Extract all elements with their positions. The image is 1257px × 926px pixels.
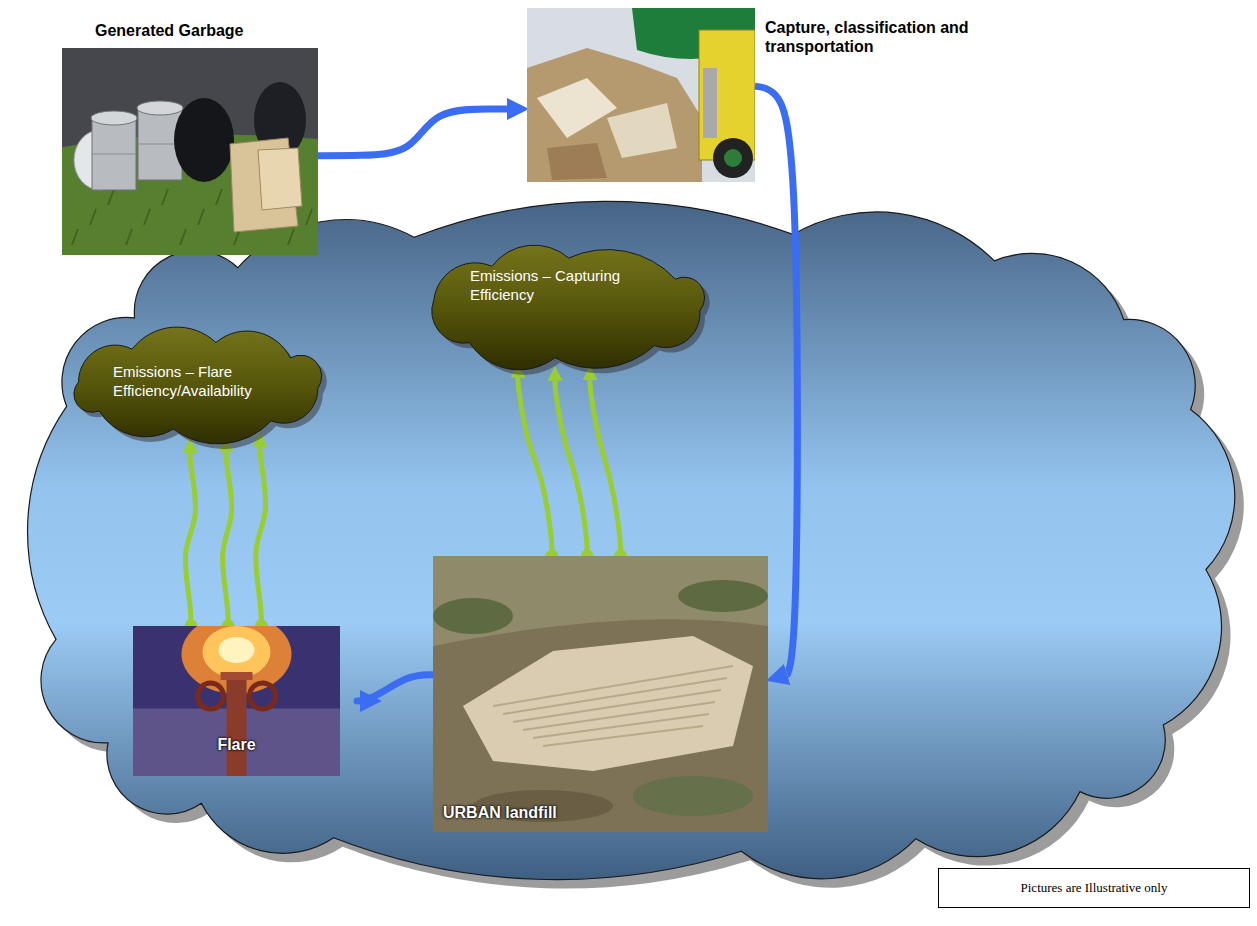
grass-blade: [90, 209, 96, 225]
night-sky: [133, 626, 340, 776]
flame: [203, 626, 271, 678]
flare-pipe: [227, 672, 247, 776]
terrace-line: [503, 678, 727, 714]
flame-core: [219, 637, 255, 663]
grass-blade: [198, 209, 204, 225]
photo-box: Capture, classification and transportati…: [527, 8, 755, 182]
terrace-line: [543, 726, 703, 746]
flow-arrow: [357, 675, 433, 701]
trash-can-lid: [91, 111, 137, 125]
trash-can-rib: [92, 154, 136, 155]
far-hills: [433, 556, 768, 646]
illustration-photo: [527, 8, 755, 182]
illustration-photo: [62, 48, 318, 255]
debris: [527, 48, 702, 182]
sky: [527, 8, 755, 182]
emission-arrow: [185, 453, 195, 626]
emission-arrow: [590, 380, 621, 556]
trash-can: [92, 118, 136, 190]
grass-blade: [288, 229, 294, 245]
emission-cloud-outline: [74, 327, 322, 444]
vegetation: [633, 776, 753, 816]
grass-blade: [108, 189, 114, 205]
flow-arrow: [318, 109, 507, 156]
emission-arrow: [256, 447, 266, 626]
grass-blade: [306, 209, 312, 225]
photo-box: Flare: [133, 626, 340, 776]
black-bag: [174, 98, 234, 182]
asphalt: [62, 48, 318, 255]
vegetation: [678, 580, 768, 612]
debris-paper: [607, 103, 677, 158]
grass-blade: [126, 229, 132, 245]
emission-cloud: Emissions – Capturing Efficiency: [412, 238, 720, 378]
debris-cardboard: [547, 143, 607, 180]
photo-box: Generated Garbage: [62, 48, 318, 255]
grass-blade: [72, 229, 78, 245]
trash-can-lid: [137, 101, 183, 115]
node-label: URBAN landfill: [443, 803, 557, 822]
landfill-terrace: [463, 636, 753, 771]
node-label: Emissions – Capturing Efficiency: [470, 266, 650, 304]
grass-blade: [162, 189, 168, 205]
emission-arrow: [555, 381, 587, 556]
node-heading: Generated Garbage: [95, 21, 244, 40]
truck-wheel: [713, 138, 753, 178]
vegetation: [433, 598, 513, 634]
note-box: Pictures are Illustrative only: [938, 868, 1250, 908]
grass-blade: [216, 189, 222, 205]
shape-outline: [412, 238, 720, 378]
pipe-ring: [198, 683, 224, 709]
grass-blade: [144, 209, 150, 225]
node-label: Pictures are Illustrative only: [1021, 880, 1168, 896]
terrace-line: [533, 714, 709, 738]
pipe-ring: [250, 683, 276, 709]
truck-panel: [703, 68, 717, 138]
illustration-photo: [433, 556, 768, 832]
truck-rim: [724, 149, 742, 167]
emission-arrow: [223, 452, 232, 626]
node-label: Emissions – Flare Efficiency/Availabilit…: [113, 362, 283, 400]
emission-cloud: Emissions – Flare Efficiency/Availabilit…: [58, 322, 338, 450]
process-cloud: [28, 201, 1235, 879]
terrace-line: [493, 666, 733, 706]
node-heading: Capture, classification and transportati…: [765, 18, 980, 56]
hillside: [433, 556, 768, 832]
node-label: Flare: [217, 735, 255, 754]
illustration-photo: [133, 626, 340, 776]
emission-cloud-outline: [432, 245, 705, 370]
paper-sack: [258, 148, 302, 210]
emission-arrow: [518, 378, 552, 556]
debris-paper: [537, 78, 617, 138]
flare-tip: [221, 672, 253, 680]
photo-box: URBAN landfill: [433, 556, 768, 832]
grass-blade: [180, 229, 186, 245]
